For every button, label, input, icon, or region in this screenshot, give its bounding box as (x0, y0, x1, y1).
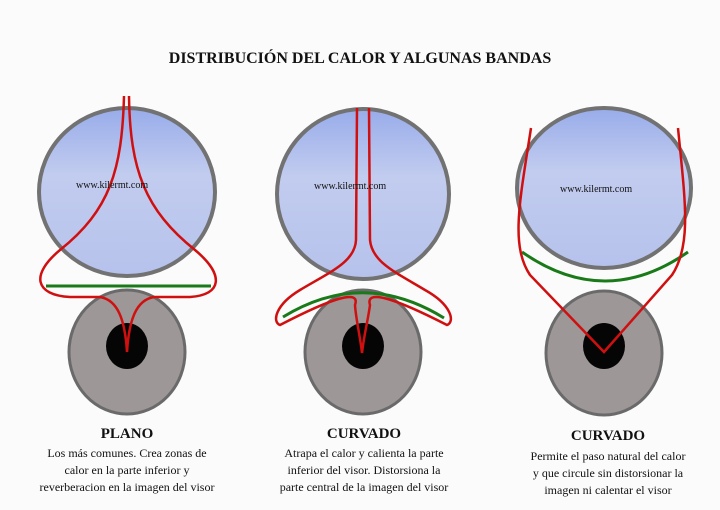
watermark: www.kilermt.com (314, 181, 386, 192)
panel-description: Los más comunes. Crea zonas de calor en … (12, 445, 242, 496)
desc-line: Permite el paso natural del calor (530, 449, 686, 463)
watermark: www.kilermt.com (560, 184, 632, 195)
panel-curvado-1: www.kilermt.com (274, 107, 452, 416)
panel-label: CURVADO (326, 426, 402, 442)
desc-line: y que circule sin distorsionar la (532, 466, 684, 480)
band-curved (282, 291, 445, 320)
panel-label: CURVADO (570, 428, 646, 444)
heat-flow (517, 127, 687, 354)
watermark: www.kilermt.com (76, 180, 148, 191)
desc-line: parte central de la imagen del visor (279, 480, 449, 494)
panel-plano: www.kilermt.com (37, 95, 217, 416)
panel-description: Atrapa el calor y calienta la parte infe… (249, 445, 479, 496)
heat-flow (39, 95, 217, 353)
diagram-title: DISTRIBUCIÓN DEL CALOR Y ALGUNAS BANDAS (168, 50, 552, 67)
heat-flow (274, 107, 452, 354)
desc-line: reverberacion en la imagen del visor (39, 480, 215, 494)
visor-lens (37, 106, 217, 278)
panel-curvado-2: www.kilermt.com (515, 106, 693, 417)
desc-line: calor en la parte inferior y (64, 463, 190, 477)
desc-line: imagen ni calentar el visor (544, 483, 672, 497)
desc-line: Atrapa el calor y calienta la parte (284, 446, 444, 460)
visor-lens (275, 107, 451, 281)
panel-description: Permite el paso natural del calor y que … (493, 448, 720, 499)
pupil (583, 323, 625, 369)
desc-line: Los más comunes. Crea zonas de (47, 446, 207, 460)
panel-label: PLANO (100, 426, 154, 442)
band-curved (521, 250, 689, 283)
visor-lens (515, 106, 693, 270)
desc-line: inferior del visor. Distorsiona la (287, 463, 441, 477)
